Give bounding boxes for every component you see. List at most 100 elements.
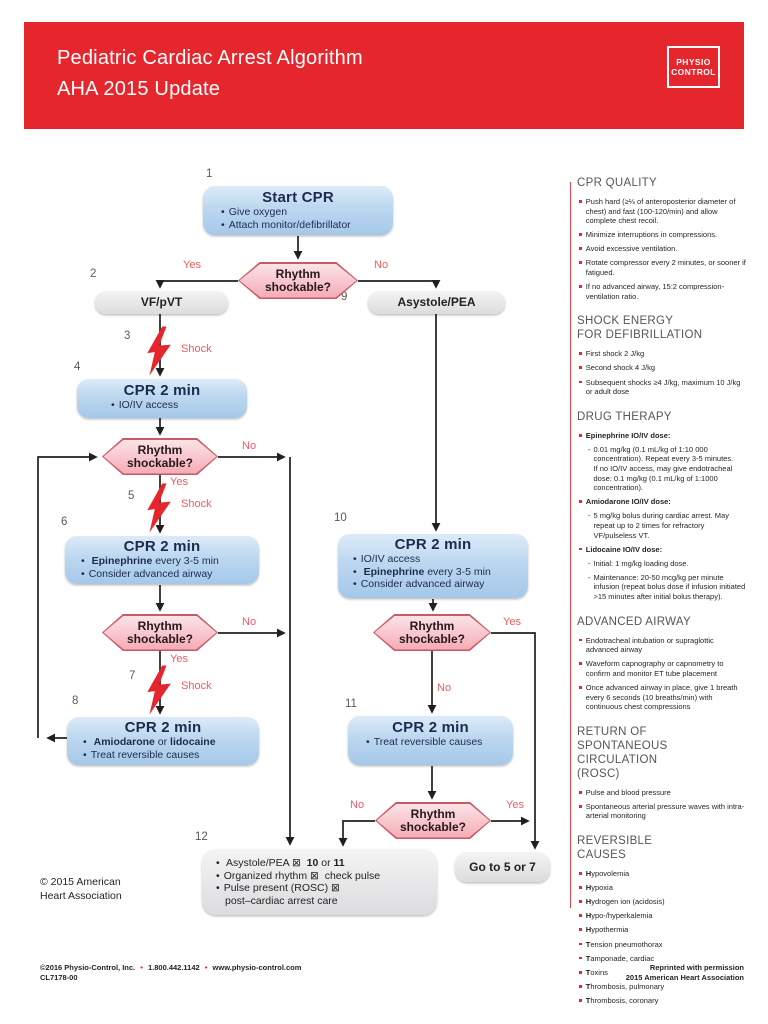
bullet-text: Hypothermia [585,925,629,935]
bullet-marker-icon [579,662,582,666]
sidebar-section-title: CPR QUALITY [577,177,657,189]
node-bullet: Epinephrine every 3-5 min [81,555,259,568]
sidebar-bullet-item: Amiodarone IO/IV dose: [579,497,747,507]
bullet-marker-icon [579,500,582,504]
copyright-line1: © 2015 American [40,876,121,888]
node-bullet: Give oxygen [221,206,393,219]
footer-company-line: ©2016 Physio-Control, Inc. • 1.800.442.1… [40,963,301,973]
sidebar-bullet-item: Endotracheal intubation or supraglottic … [579,636,747,655]
bullet-text: every 3-5 min [152,555,219,567]
bullet-text: Treat reversible causes [90,748,200,761]
decision-rhythm-shockable-5: Rhythm shockable? [375,802,491,839]
sidebar-sections: CPR QUALITY Push hard (≥⅓ of anteroposter… [577,176,747,1006]
bullet-marker-icon [579,886,582,889]
label-shock-5: Shock [181,498,212,510]
bullet-marker-icon [579,970,582,974]
decision-rhythm-shockable-4: Rhythm shockable? [373,614,491,651]
bullet-text: Spontaneous arterial pressure waves with… [585,801,745,821]
node-12-outcomes: Asystole/PEA ⊠ 10 or 11 Organized rhythm… [202,849,437,915]
bullet-text: Push hard (≥⅓ of anteroposterior diamete… [585,197,736,226]
bullet-marker-icon [579,900,582,904]
bullet-text: Pulse and blood pressure [585,787,671,797]
node-bullet-continuation: post–cardiac arrest care [216,895,431,909]
step-number-4: 4 [74,361,81,373]
step-number-11: 11 [345,698,357,710]
dash-marker: - [588,511,591,521]
sidebar-bullet-item: Hydrogen ion (acidosis) [579,897,747,907]
bullet-marker-icon [579,914,582,918]
dash-marker: - [588,444,591,454]
bullet-text: Treat reversible causes [373,736,483,748]
node-bullet: Asystole/PEA ⊠ 10 or 11 [216,857,431,870]
sidebar-bullet-item: Epinephrine IO/IV dose: [579,431,747,441]
step-number-8: 8 [72,695,79,707]
bullet-text: Lidocaine IO/IV dose: [585,544,663,554]
sidebar-bullet-item: Push hard (≥⅓ of anteroposterior diamete… [579,197,747,226]
decision-line2: shockable? [126,631,194,646]
sidebar-bullet-item: Thrombosis, pulmonary [579,982,747,992]
step-number-6: 6 [61,516,68,528]
decision-text: Rhythm shockable? [238,262,358,299]
label-yes-3: Yes [170,653,188,665]
node-go-to-5-or-7: Go to 5 or 7 [455,852,550,882]
bullet-text: Minimize interruptions in compressions. [585,230,718,240]
sidebar-bullet-item: Pulse and blood pressure [579,788,747,798]
bullet-marker-icon [579,247,582,251]
sub-item-text: 5 mg/kg bolus during cardiac arrest. May… [593,511,729,540]
bullet-marker-icon [579,261,582,265]
sidebar-bullet-item: Hypoxia [579,883,747,893]
sidebar-bullet-item: Hypo-/hyperkalemia [579,911,747,921]
decision-fill [376,803,490,838]
node-10-cpr-2-min: CPR 2 min IO/IV access Epinephrine every… [338,534,528,598]
bullet-marker-icon [579,998,582,1002]
sidebar: CPR QUALITY Push hard (≥⅓ of anteroposter… [577,176,747,1010]
node-bullet: Consider advanced airway [81,568,259,581]
decision-line1: Rhythm [275,266,321,281]
page-title: Pediatric Cardiac Arrest Algorithm AHA 2… [57,43,363,105]
node-title: Start CPR [262,189,334,206]
node-bullet: Epinephrine every 3-5 min [353,566,528,579]
bullet-marker-icon [579,380,582,384]
header-banner: Pediatric Cardiac Arrest Algorithm AHA 2… [24,22,744,129]
label-shock-7: Shock [181,680,212,692]
bullet-marker-icon [579,638,582,642]
node-title: CPR 2 min [123,382,201,399]
footer-separator-dot: • [204,963,208,972]
footer-document-code: CL7178-00 [40,973,78,982]
label-no-5: No [350,799,365,811]
bullet-text: or [318,857,334,869]
bullet-bold-text: Epinephrine [91,555,153,567]
footer-company: ©2016 Physio-Control, Inc. [40,963,136,972]
shock-bolt-icon [147,326,171,376]
sidebar-bullet-item: Hypothermia [579,925,747,935]
label-yes-4: Yes [503,616,521,628]
node-2-vf-pvt: VF/pVT [95,291,228,314]
logo-text-line1: PHYSIO [676,57,711,67]
decision-line2: shockable? [264,279,332,294]
decision-text: Rhythm shockable? [375,802,491,839]
bullet-text: Organized rhythm ⊠ check pulse [223,869,381,882]
decision-line1: Rhythm [137,618,183,633]
bullet-marker-icon [579,956,582,960]
decision-fill [103,615,217,650]
node-title: Go to 5 or 7 [469,860,536,874]
decision-text: Rhythm shockable? [102,438,218,475]
label-no-4: No [437,682,452,694]
bullet-marker-icon [579,366,582,370]
step-number-7: 7 [129,670,136,682]
node-bullet: IO/IV access [111,399,247,412]
sidebar-section-title: ADVANCED AIRWAY [577,615,691,628]
bullet-text: Thrombosis, coronary [585,995,659,1005]
bullet-text: Consider advanced airway [360,578,485,590]
step-number-5: 5 [128,490,135,502]
bullet-text: IO/IV access [360,553,421,565]
sidebar-bullet-item: If no advanced airway, 15:2 compression-… [579,282,747,301]
bullet-bold-text: Amiodarone [93,736,155,748]
bullet-marker-icon [579,790,582,794]
bullet-text: Amiodarone IO/IV dose: [585,497,671,507]
node-bullet: Organized rhythm ⊠ check pulse [216,870,431,883]
sidebar-sub-item: -0.01 mg/kg (0.1 mL/kg of 1:10 000 conce… [588,445,747,493]
decision-text: Rhythm shockable? [373,614,491,651]
